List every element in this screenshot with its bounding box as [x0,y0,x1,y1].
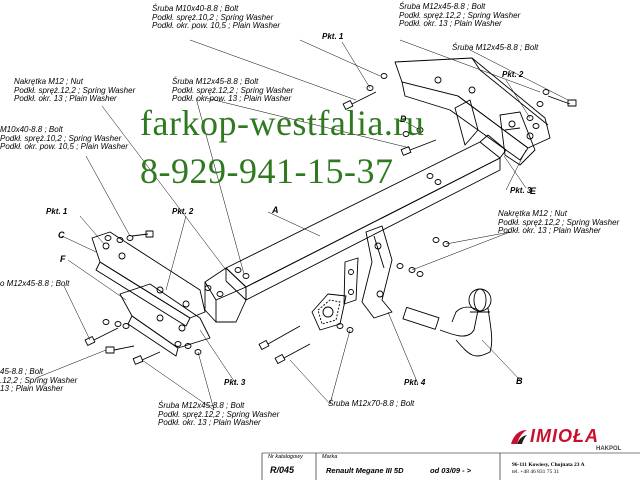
title-block-frame [261,452,640,480]
callout-line: Podkł. spręż.12,2 ; Spring Washer [172,85,294,95]
part-letter-b: B [516,376,523,386]
left-mounting-bracket [91,231,206,327]
callout-line: Śruba M12x45-8.8 ; Bolt [452,43,539,52]
callout-line: Podkł. okr.pow. 13 ; Plain Washer [172,94,292,104]
callout-line: Podkł. okr. pow. 10,5 ; Plain Washer [152,21,281,31]
point-label-2-top: Pkt. 2 [502,70,524,79]
callout-line: Podkł. spręż.12,2 ; Spring Washer [14,85,136,95]
brand-logo-sub: HAKPOL [596,446,622,452]
part-letter-d: D [400,114,407,124]
callout-line: Podkł. okr. 13 ; Plain Washer [399,19,502,29]
callout-line: Podkł. okr. 13 ; Plain Washer [14,94,117,104]
callout-line: 13 ; Plain Washer [0,384,63,394]
callout-center-bolt: Śruba M12x45-8.8 ; Bolt Podkł. spręż.12,… [172,77,294,104]
callout-line: Śruba M12x45-8.8 ; Bolt [158,401,245,410]
callout-bottom-bolt: Śruba M12x70-8.8 ; Bolt [328,399,415,409]
part-letter-c: C [58,230,65,240]
callout-line: M10x40-8.8 ; Bolt [0,125,63,134]
callout-left-m10: M10x40-8.8 ; Bolt Podkł. spręż.10,2 ; Sp… [0,125,129,152]
imiola-logo-icon [511,430,527,444]
callout-left-bolt: o M12x45-8.8 ; Bolt [0,279,70,289]
part-letter-a: A [272,205,279,215]
leader-lines [35,39,569,411]
electrical-socket [311,293,347,331]
point-label-4-bottom: Pkt. 4 [404,378,426,387]
callout-line: Podkł. okr. 13 ; Plain Washer [158,418,261,428]
point-label-1-top: Pkt. 1 [322,32,344,41]
callout-line: Podkł. okr. pow. 10,5 ; Plain Washer [0,142,129,152]
point-label-1-left: Pkt. 1 [46,207,68,216]
part-letter-f: F [60,254,66,264]
catalog-label: Nr katalogowy [268,454,303,460]
callout-line: Podkł. okr. 13 ; Plain Washer [498,226,601,236]
callout-line: Podkł. spręż.10,2 ; Spring Washer [0,133,122,143]
callout-right-nut: Nakrętka M12 ; Nut Podkł. spręż.12,2 ; S… [498,209,620,236]
callout-top-right-bolt: Śruba M12x45-8.8 ; Bolt [452,43,539,53]
company-phone: tel. +48 46 831 75 31 [512,469,560,475]
ball-mount-plate [343,225,393,319]
company-address: 96-111 Kowiesy, Chojnata 23 A [512,462,585,468]
catalog-number: R/045 [270,465,295,475]
callout-line: Nakrętka M12 ; Nut [498,209,567,218]
brand-label: Marka [322,454,338,460]
point-label-3-right: Pkt. 3 [510,186,532,195]
point-label-3-bottom: Pkt. 3 [224,378,246,387]
brand-logo: IMIOŁA [530,426,599,446]
production-date: od 03/09 - > [430,466,472,475]
callout-line: Podkł. spręż.10,2 ; Spring Washer [152,12,274,22]
callout-line: Podkł. spręż.12,2 ; Spring Washer [399,10,521,20]
right-mounting-bracket [394,57,551,161]
callout-line: Nakrętka M12 ; Nut [14,77,83,86]
part-letter-e: E [530,186,537,196]
callout-line: o M12x45-8.8 ; Bolt [0,279,70,288]
callout-line: Śruba M12x45-8.8 ; Bolt [399,2,486,11]
point-label-2-left: Pkt. 2 [172,207,194,216]
left-beam-end [204,267,247,323]
left-side-plate [119,283,211,357]
callout-line: Śruba M10x40-8.8 ; Bolt [152,4,239,13]
callout-top-center: Śruba M10x40-8.8 ; Bolt Podkł. spręż.10,… [152,4,281,31]
callout-bottom-center: Śruba M12x45-8.8 ; Bolt Podkł. spręż.12,… [158,401,280,428]
callout-left-nut: Nakrętka M12 ; Nut Podkł. spręż.12,2 ; S… [14,77,136,104]
towball [402,288,493,357]
callout-bottom-left: 45-8.8 ; Bolt .12,2 ; Spring Washer 13 ;… [0,367,78,394]
watermark-site: farkop-westfalia.ru [140,103,425,143]
watermark-phone: 8-929-941-15-37 [140,151,394,191]
callout-line: Podkł. spręż.12,2 ; Spring Washer [158,409,280,419]
callout-line: Śruba M12x70-8.8 ; Bolt [328,399,415,408]
callout-line: 45-8.8 ; Bolt [0,367,44,376]
vehicle-model: Renault Megane III 5D [326,466,404,475]
callout-line: Podkł. spręż.12,2 ; Spring Washer [498,217,620,227]
callout-line: .12,2 ; Spring Washer [0,375,78,385]
callout-top-right: Śruba M12x45-8.8 ; Bolt Podkł. spręż.12,… [399,2,521,29]
callout-line: Śruba M12x45-8.8 ; Bolt [172,77,259,86]
